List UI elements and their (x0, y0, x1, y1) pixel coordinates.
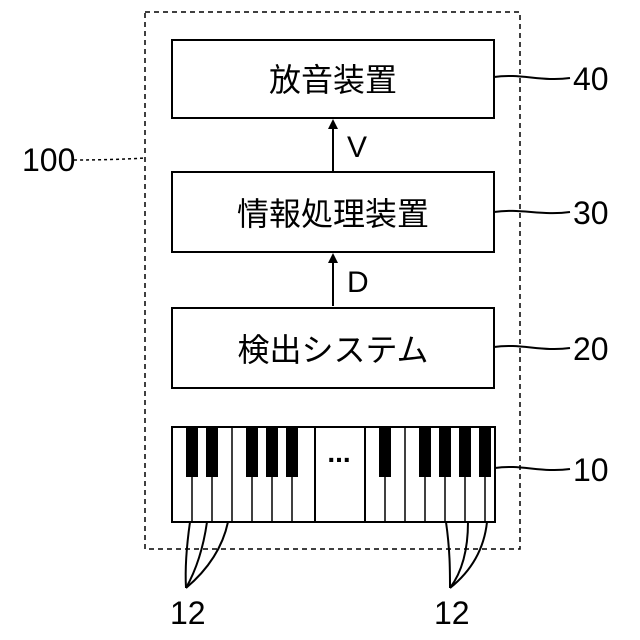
sound-device-label: 放音装置 (269, 61, 397, 99)
keyboard: ... (172, 427, 495, 522)
ref-info-processor-leader (494, 211, 570, 213)
key-leader-left-3 (186, 522, 228, 588)
key-leader-right-2 (450, 522, 468, 588)
ref-info-processor-label: 30 (573, 195, 609, 231)
right-black-key (479, 427, 491, 477)
left-black-key (186, 427, 198, 477)
ref-system-label: 100 (22, 142, 75, 178)
signal-v-label: V (347, 131, 367, 164)
ref-system-leader (74, 158, 145, 160)
ref-sound-device-leader (494, 76, 570, 79)
right-black-key (419, 427, 431, 477)
ref-keys-left-label: 12 (170, 595, 206, 631)
ref-keyboard-leader (495, 467, 570, 470)
ref-detection-system-leader (494, 346, 570, 349)
key-leader-left-1 (186, 522, 190, 588)
ref-sound-device-label: 40 (573, 61, 609, 97)
ref-keyboard-label: 10 (573, 452, 609, 488)
info-processor-label: 情報処理装置 (237, 195, 429, 233)
left-black-key (266, 427, 278, 477)
detection-system-label: 検出システム (237, 331, 428, 369)
left-black-key (246, 427, 258, 477)
right-black-key (459, 427, 471, 477)
key-leader-right-1 (446, 522, 450, 588)
keyboard-ellipsis: ... (327, 437, 350, 468)
left-black-key (286, 427, 298, 477)
ref-detection-system-label: 20 (573, 331, 609, 367)
right-black-key (379, 427, 391, 477)
ref-keys-right-label: 12 (434, 595, 470, 631)
left-black-key (206, 427, 218, 477)
signal-d-label: D (347, 266, 369, 299)
right-black-key (439, 427, 451, 477)
